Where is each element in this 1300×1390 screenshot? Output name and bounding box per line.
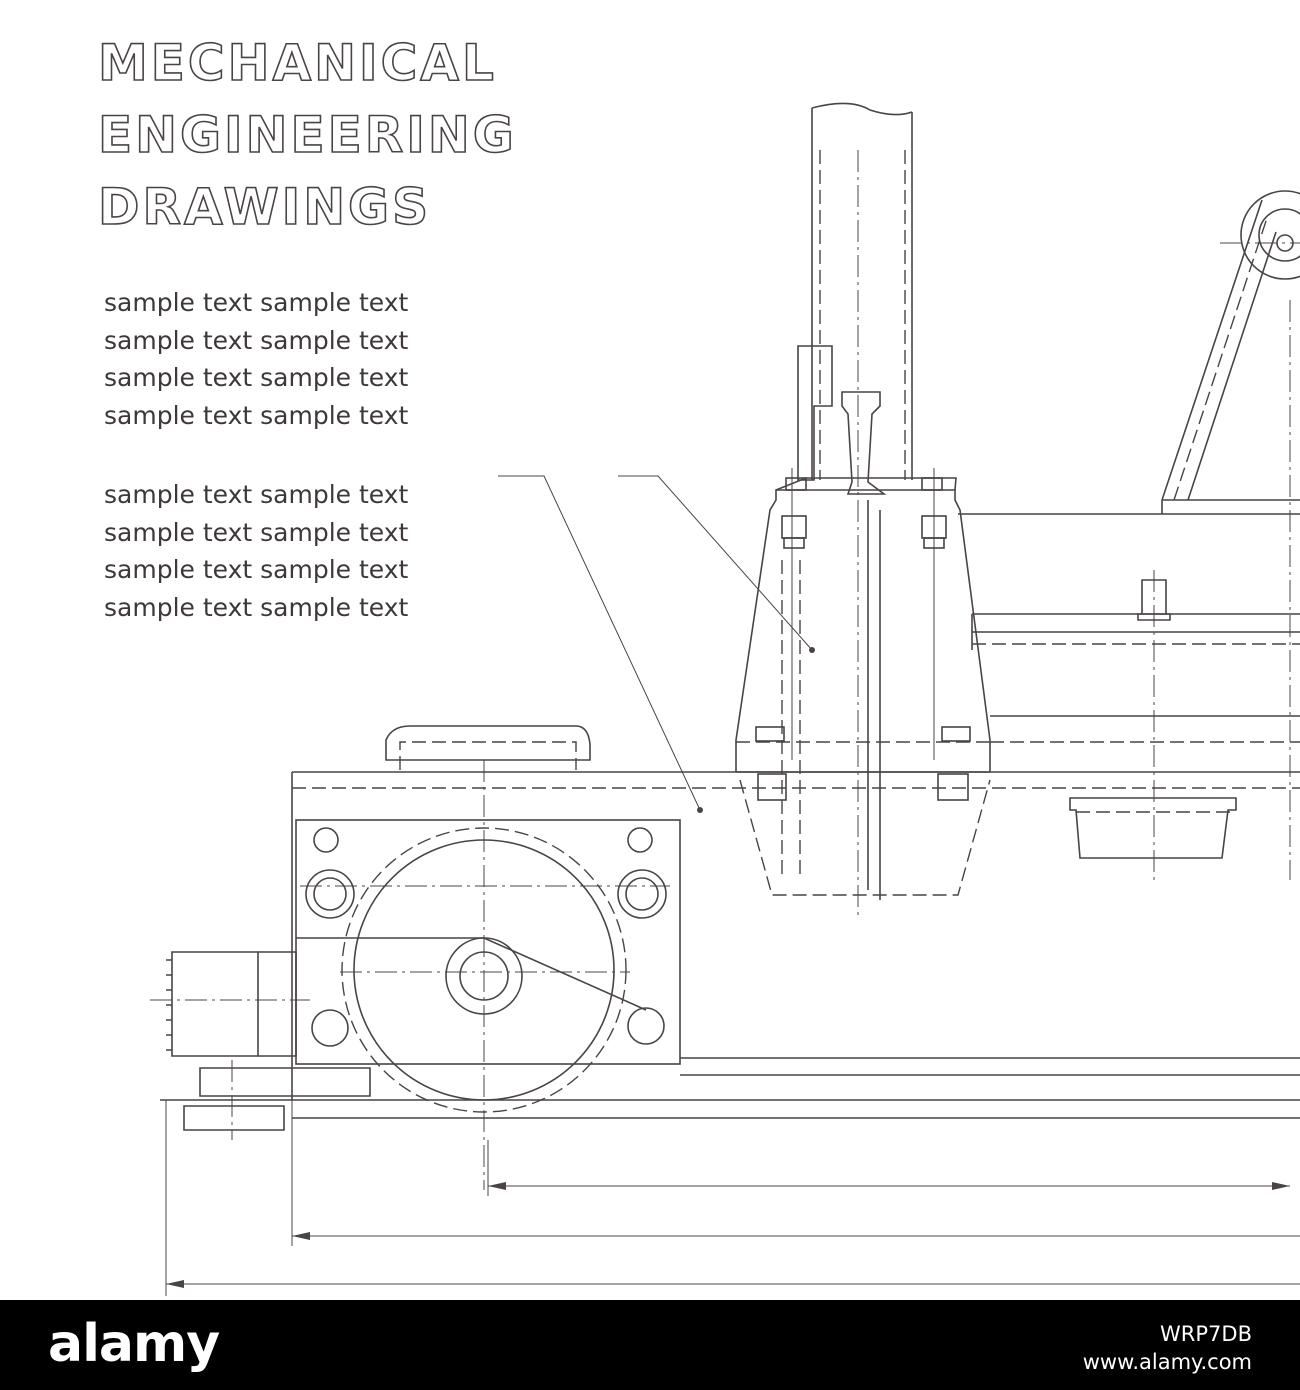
text-line: sample text sample text — [104, 288, 409, 317]
technical-drawing — [150, 102, 1300, 1296]
text-line: sample text sample text — [104, 517, 409, 547]
rail-assembly — [797, 345, 887, 495]
vertical-column — [811, 102, 913, 920]
image-id: WRP7DB — [1160, 1322, 1252, 1346]
motor — [150, 951, 371, 1140]
title-line-3: DRAWINGS — [97, 178, 432, 236]
text-line: sample text sample text — [104, 555, 409, 584]
alamy-logo: alamy — [48, 1314, 220, 1374]
horizontal-frame — [958, 300, 1300, 880]
title-line-2: ENGINEERING — [97, 106, 517, 164]
upper-arm — [1161, 190, 1300, 501]
site-url: www.alamy.com — [1082, 1350, 1252, 1374]
watermark-footer: alamy WRP7DB www.alamy.com — [0, 1300, 1300, 1390]
text-line: sample text sample text — [104, 325, 409, 355]
text-line: sample text sample text — [104, 592, 409, 622]
text-line: sample text sample text — [104, 363, 409, 392]
tapered-support — [735, 468, 991, 900]
dimension-lines — [165, 1100, 1300, 1296]
leader-lines — [498, 475, 813, 813]
text-block-1: sample text sample text sample text samp… — [104, 284, 408, 434]
gearbox — [295, 725, 681, 1190]
base-frame — [160, 771, 1300, 1119]
title-line-1: MECHANICAL — [97, 34, 497, 92]
text-line: sample text sample text — [104, 400, 409, 430]
text-block-2: sample text sample text sample text samp… — [104, 476, 408, 626]
text-line: sample text sample text — [104, 480, 409, 509]
